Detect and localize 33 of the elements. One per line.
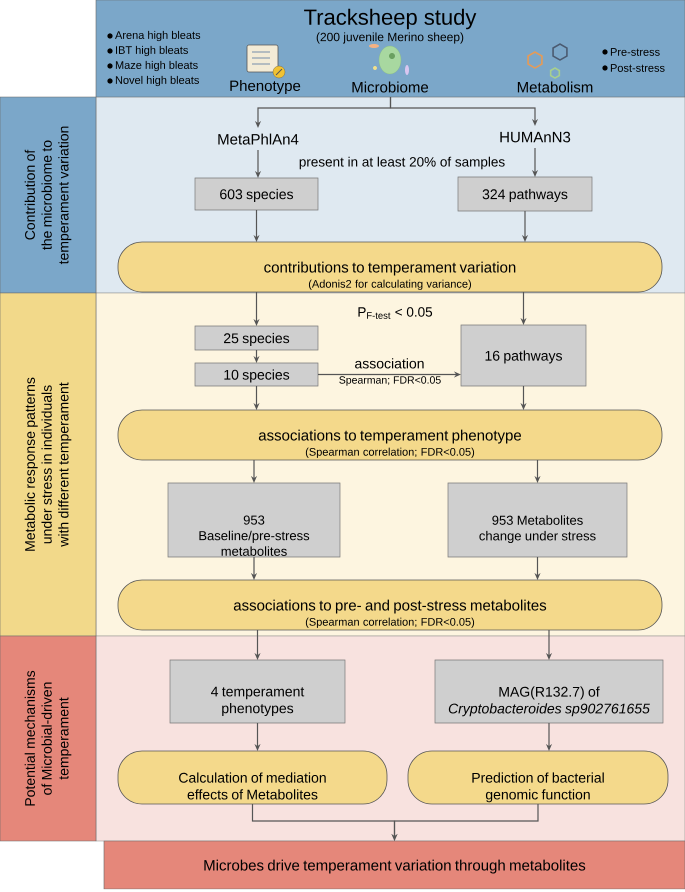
analysis-pill: Calculation of mediation effects of Metabolites xyxy=(118,750,388,804)
edge-label: association xyxy=(353,357,426,370)
bullet-item: IBT high bleats xyxy=(107,46,188,56)
result-box: 16 pathways xyxy=(460,324,586,386)
result-box: 4 temperament phenotypes xyxy=(170,660,346,724)
note-text: P$_{F-test}$ < 0.05 xyxy=(356,306,434,320)
bullet-item: Post-stress xyxy=(602,64,665,72)
tool-label: MetaPhlAn4 xyxy=(218,134,298,145)
conclusion-box: Microbes drive temperament variation through metabolites xyxy=(104,840,685,890)
note-text: Spearman; FDR<0.05 xyxy=(339,376,441,386)
result-box: 324 pathways xyxy=(458,176,592,212)
result-box: 603 species xyxy=(194,178,318,210)
result-box: 953 Metabolites change under stress xyxy=(448,482,628,558)
note-text: present in at least 20% of samples xyxy=(298,156,506,170)
analysis-pill: associations to pre- and post-stress metabolites (Spearman correlation; FDR<0.05) xyxy=(118,580,662,630)
category-label: Metabolism xyxy=(518,82,592,93)
section-label: Potential mechanisms of Microbial-driven temperament xyxy=(0,636,96,842)
analysis-pill: associations to temperament phenotype (Spearman correlation; FDR<0.05) xyxy=(118,410,662,460)
analysis-pill: Prediction of bacterial genomic function xyxy=(408,750,668,804)
result-box: 953 Baseline/pre-stress metabolites xyxy=(168,482,340,558)
section-label: Contribution of the microbiome to temperament variation xyxy=(0,96,96,294)
category-label: Phenotype xyxy=(230,80,300,94)
result-box: 25 species xyxy=(194,326,318,350)
bullet-item: Novel high bleats xyxy=(107,76,199,86)
bullet-item: Maze high bleats xyxy=(107,60,198,72)
analysis-pill: contributions to temperament variation (Adonis2 for calculating variance) xyxy=(118,242,662,292)
result-box: 10 species xyxy=(194,362,318,386)
category-label: Microbiome xyxy=(352,82,428,93)
tool-label: HUMAnN3 xyxy=(500,132,570,142)
section-label: Metabolic response patterns under stress in individuals with different temperament xyxy=(0,292,96,636)
result-box: MAG(R132.7) of Cryptobacteroides sp902761655 xyxy=(434,660,664,724)
bullet-item: Arena high bleats xyxy=(107,30,200,42)
bullet-item: Pre-stress xyxy=(602,48,660,56)
